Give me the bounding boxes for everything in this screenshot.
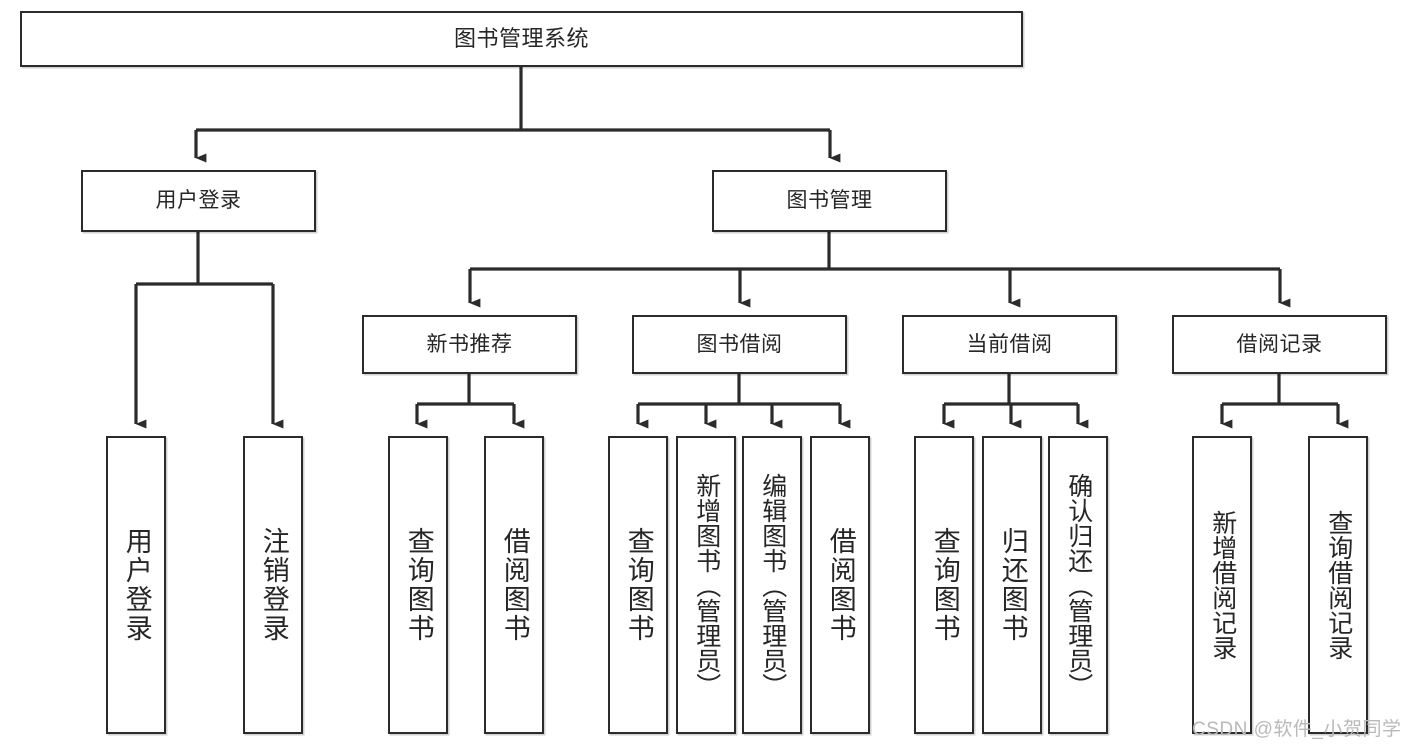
node-book-manage-label: 图书管理: [786, 189, 873, 213]
node-leaf-edit-book-admin[interactable]: 编辑图书（管理员）: [742, 436, 802, 734]
node-book-borrow-label: 图书借阅: [696, 332, 783, 356]
node-user-login-label: 用户登录: [155, 189, 242, 213]
node-root-system-label: 图书管理系统: [453, 25, 589, 51]
node-leaf-logout-login[interactable]: 注销登录: [243, 436, 303, 734]
node-leaf-query-book-2[interactable]: 查询图书: [608, 436, 668, 734]
node-leaf-borrow-book-1-label: 借阅图书: [499, 527, 530, 643]
node-book-borrow[interactable]: 图书借阅: [632, 315, 847, 374]
node-leaf-query-book-1[interactable]: 查询图书: [388, 436, 448, 734]
node-leaf-confirm-return-admin-label: 确认归还（管理员）: [1064, 472, 1093, 698]
node-leaf-borrow-book-2[interactable]: 借阅图书: [810, 436, 870, 734]
node-leaf-query-borrow-record[interactable]: 查询借阅记录: [1308, 436, 1368, 734]
node-leaf-query-borrow-record-label: 查询借阅记录: [1324, 510, 1353, 660]
node-leaf-user-login-label: 用户登录: [121, 527, 152, 643]
node-leaf-borrow-book-2-label: 借阅图书: [825, 527, 856, 643]
node-leaf-query-book-3[interactable]: 查询图书: [914, 436, 974, 734]
node-leaf-add-book-admin-label: 新增图书（管理员）: [692, 472, 721, 698]
node-borrow-record-label: 借阅记录: [1236, 332, 1323, 356]
node-user-login[interactable]: 用户登录: [81, 170, 316, 232]
node-leaf-add-borrow-record-label: 新增借阅记录: [1208, 510, 1237, 660]
node-leaf-borrow-book-1[interactable]: 借阅图书: [484, 436, 544, 734]
node-root-system[interactable]: 图书管理系统: [20, 11, 1023, 67]
node-leaf-query-book-1-label: 查询图书: [403, 527, 434, 643]
node-leaf-logout-login-label: 注销登录: [258, 527, 289, 643]
node-leaf-user-login[interactable]: 用户登录: [106, 436, 166, 734]
node-leaf-add-book-admin[interactable]: 新增图书（管理员）: [676, 436, 736, 734]
node-leaf-query-book-3-label: 查询图书: [929, 527, 960, 643]
node-leaf-return-book-label: 归还图书: [997, 527, 1028, 643]
node-book-manage[interactable]: 图书管理: [712, 170, 947, 232]
node-current-borrow-label: 当前借阅: [966, 332, 1053, 356]
node-new-book-recommend-label: 新书推荐: [426, 332, 513, 356]
node-borrow-record[interactable]: 借阅记录: [1172, 315, 1387, 374]
node-leaf-confirm-return-admin[interactable]: 确认归还（管理员）: [1048, 436, 1108, 734]
node-new-book-recommend[interactable]: 新书推荐: [362, 315, 577, 374]
node-leaf-add-borrow-record[interactable]: 新增借阅记录: [1192, 436, 1252, 734]
node-leaf-query-book-2-label: 查询图书: [623, 527, 654, 643]
node-leaf-edit-book-admin-label: 编辑图书（管理员）: [758, 472, 787, 698]
csdn-watermark: CSDN @软件_小贺同学: [1192, 719, 1402, 740]
node-leaf-return-book[interactable]: 归还图书: [982, 436, 1042, 734]
node-current-borrow[interactable]: 当前借阅: [902, 315, 1117, 374]
